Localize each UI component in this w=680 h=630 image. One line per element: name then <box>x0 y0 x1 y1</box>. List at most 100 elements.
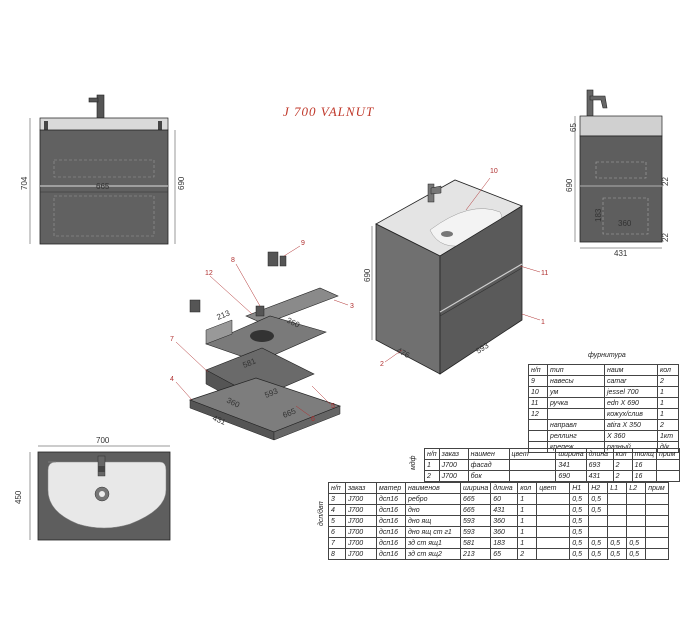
cell: J700 <box>345 548 377 560</box>
chipboard-side-label: дсп/двп <box>318 501 325 526</box>
side-height-dim: 690 <box>565 178 574 192</box>
front-view: 665 704 690 <box>20 94 186 245</box>
cell: atira X 350 <box>604 419 658 431</box>
cell <box>645 537 670 549</box>
cell: 0,5 <box>569 504 590 516</box>
header-cell: L1 <box>607 482 628 494</box>
cell <box>508 470 557 482</box>
cell: 1 <box>424 459 440 471</box>
cell: дсп16 <box>376 504 406 516</box>
header-cell: кол <box>517 482 538 494</box>
chipboard-table: н/п заказ матер наименов ширина длина ко… <box>328 482 670 560</box>
cell: направл <box>547 419 605 431</box>
header-cell: длина <box>585 448 614 460</box>
cell: 12 <box>528 408 548 420</box>
side-22b-dim: 22 <box>661 233 670 242</box>
side-360-dim: 360 <box>618 219 632 228</box>
cell: дно ящ ст г1 <box>405 526 461 538</box>
top-view: 700 450 <box>14 436 171 541</box>
cell: J700 <box>438 459 469 471</box>
cell: навесы <box>547 375 605 387</box>
cell: 0,5 <box>607 537 628 549</box>
cell <box>528 430 548 442</box>
cell: 60 <box>490 493 519 505</box>
cell <box>536 515 571 527</box>
cell: 65 <box>490 548 519 560</box>
front-total-height-dim: 704 <box>20 176 29 190</box>
cell <box>626 526 647 538</box>
cell: 1 <box>517 504 538 516</box>
cell: зд ст ящ2 <box>405 548 461 560</box>
cell <box>645 548 670 560</box>
header-cell: наим <box>604 364 658 376</box>
header-cell: цвет <box>536 482 571 494</box>
header-cell: заказ <box>438 448 469 460</box>
cell <box>588 515 609 527</box>
callout-10: 10 <box>490 168 498 175</box>
cell: jessel 700 <box>604 386 658 398</box>
cell: реллинг <box>547 430 605 442</box>
header-cell: кол <box>657 364 679 376</box>
cell: 1 <box>657 386 679 398</box>
cell: фасад <box>467 459 510 471</box>
cell: J700 <box>345 526 377 538</box>
cell: 2 <box>657 419 679 431</box>
cell: J700 <box>345 515 377 527</box>
cell: J700 <box>438 470 469 482</box>
header-cell: L2 <box>626 482 647 494</box>
callout-2: 2 <box>380 361 384 368</box>
header-cell: заказ <box>345 482 377 494</box>
cell <box>626 515 647 527</box>
header-cell: н/п <box>528 364 548 376</box>
cell: X 360 <box>604 430 658 442</box>
cell: 0,5 <box>569 537 590 549</box>
cell: дно ящ <box>405 515 461 527</box>
cell: 0,5 <box>607 548 628 560</box>
callout-11: 11 <box>541 270 548 277</box>
exploded-label-7: 7 <box>170 336 174 343</box>
callout-1: 1 <box>541 319 545 326</box>
cell <box>536 537 571 549</box>
cell <box>607 526 628 538</box>
cell <box>607 515 628 527</box>
top-depth-dim: 450 <box>14 490 23 504</box>
cell: 431 <box>490 504 519 516</box>
drawing-title: J 700 VALNUT <box>283 104 374 119</box>
cell: 431 <box>585 470 614 482</box>
cell: 665 <box>459 493 492 505</box>
iso-height-dim: 690 <box>363 268 372 282</box>
cell: 0,5 <box>588 548 609 560</box>
cell: ручка <box>547 397 605 409</box>
header-cell: ширина <box>459 482 492 494</box>
cell: дсп16 <box>376 493 406 505</box>
cell: 360 <box>490 526 519 538</box>
cell <box>655 470 680 482</box>
cell <box>607 504 628 516</box>
cell: 1 <box>517 515 538 527</box>
header-cell: кол <box>612 448 633 460</box>
cell: 0,5 <box>588 493 609 505</box>
cell: 341 <box>555 459 587 471</box>
exploded-label-6: 6 <box>311 416 315 423</box>
exploded-label-4: 4 <box>170 376 174 383</box>
cell <box>645 493 670 505</box>
cell: 6 <box>328 526 346 538</box>
cell: 0,5 <box>588 537 609 549</box>
exploded-label-12: 12 <box>205 270 213 277</box>
cell: 2 <box>657 375 679 387</box>
header-cell: H2 <box>588 482 609 494</box>
side-183-dim: 183 <box>594 208 603 222</box>
cell <box>547 408 605 420</box>
cell: 0,5 <box>588 504 609 516</box>
top-width-dim: 700 <box>96 436 110 445</box>
cell: 0,5 <box>626 548 647 560</box>
cell: 1 <box>517 537 538 549</box>
